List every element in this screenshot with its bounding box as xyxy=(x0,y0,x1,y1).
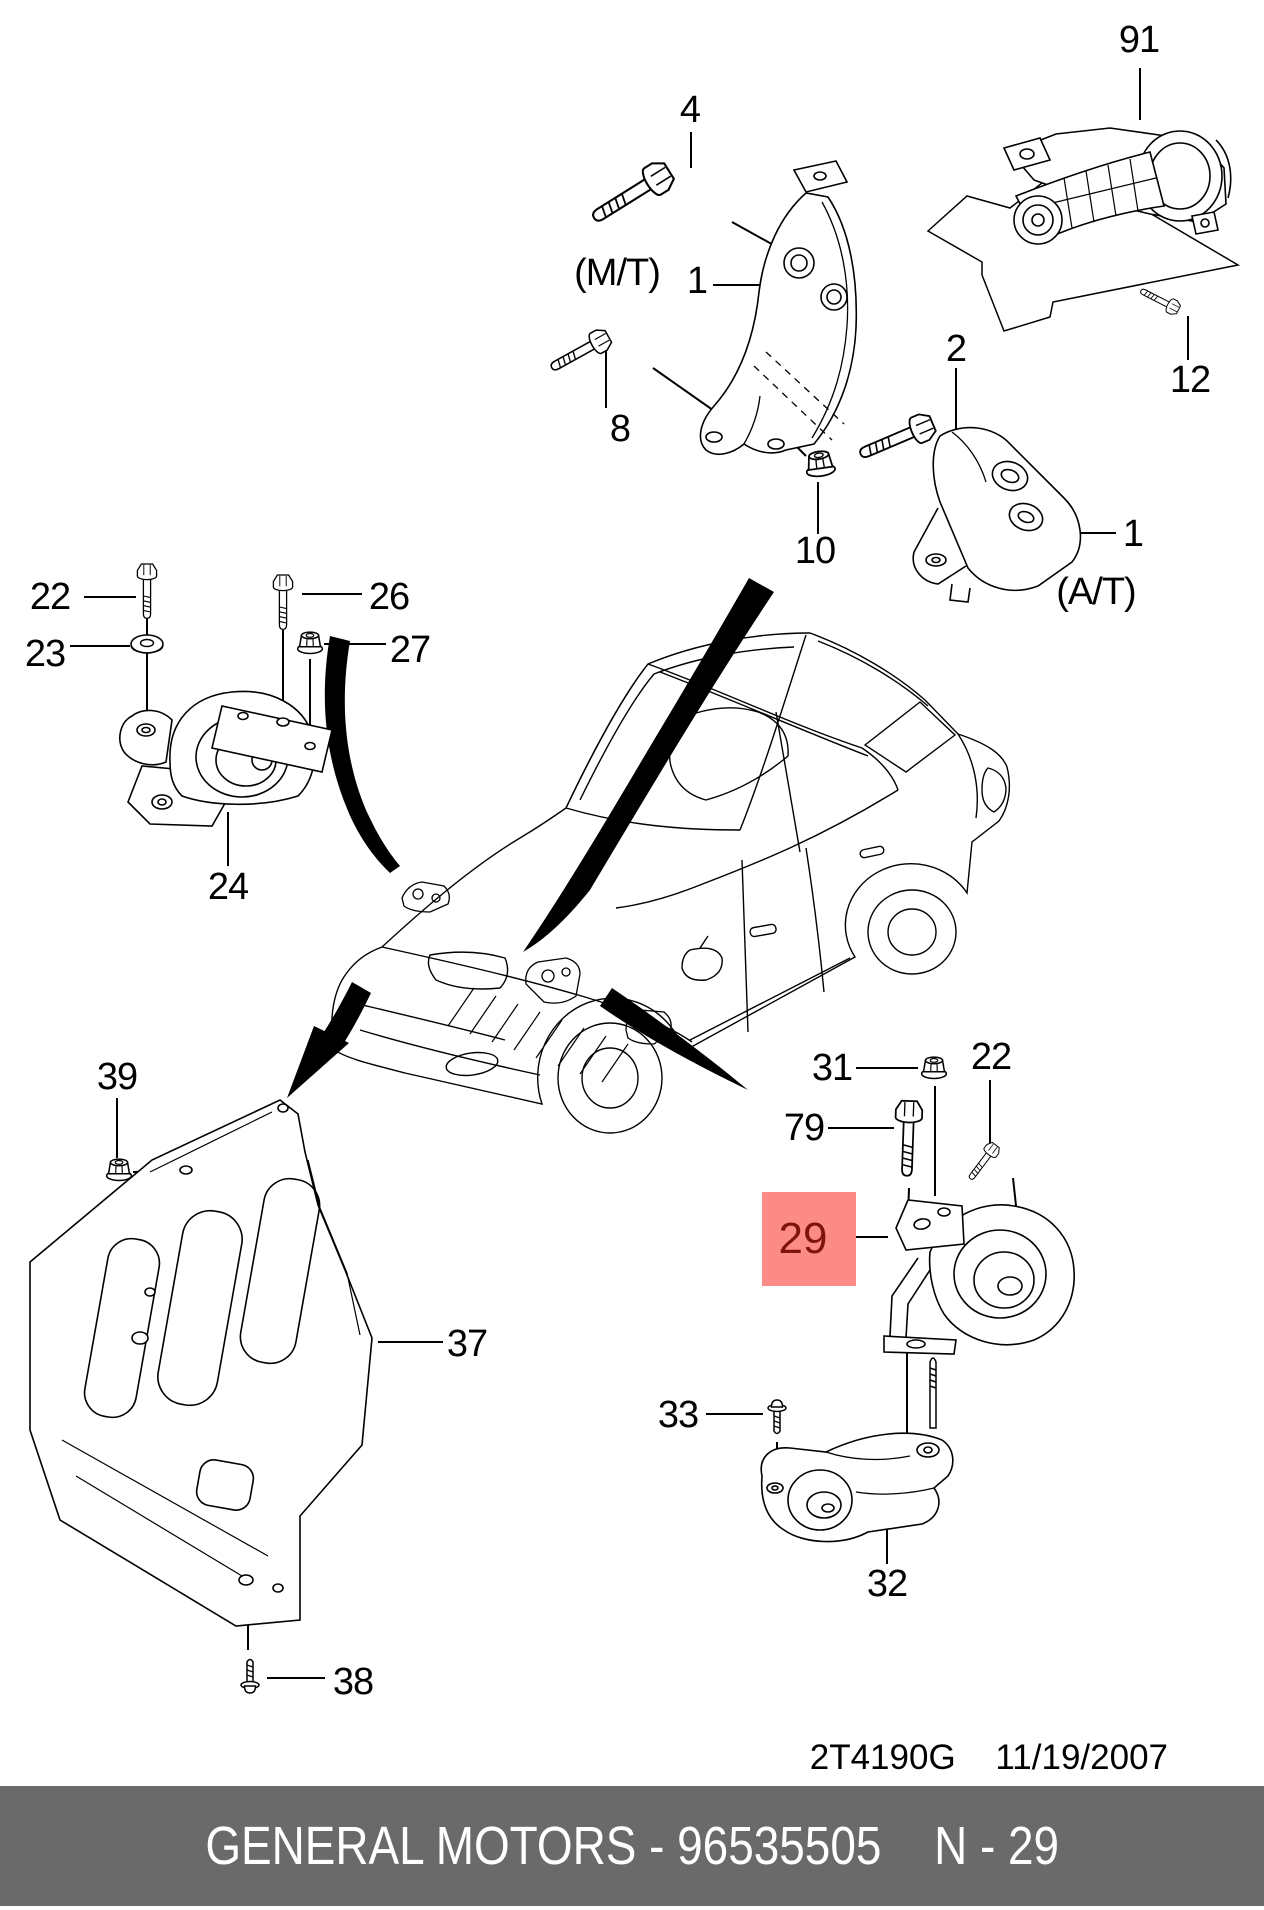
callout-91: 91 xyxy=(1118,19,1160,61)
callout-2: 2 xyxy=(945,328,967,370)
drawing-code-stamp: 2T4190G 11/19/2007 xyxy=(810,1738,1168,1778)
callout-4: 4 xyxy=(679,89,701,131)
part-37-splash-shield xyxy=(29,1099,373,1627)
callout-8: 8 xyxy=(609,408,631,450)
bolt-26 xyxy=(272,574,294,631)
bolt-22-right xyxy=(963,1140,1003,1184)
drawing-code: 2T4190G xyxy=(809,1738,956,1777)
callout-23: 23 xyxy=(24,633,66,675)
screw-38 xyxy=(240,1658,260,1694)
callout-mt: (M/T) xyxy=(574,252,661,294)
bolt-79 xyxy=(892,1099,924,1178)
callout-31: 31 xyxy=(811,1047,853,1089)
swoosh-left xyxy=(324,636,400,873)
callout-39: 39 xyxy=(96,1056,138,1098)
part-1-mt-bracket xyxy=(699,160,858,456)
callout-33: 33 xyxy=(657,1394,699,1436)
callout-32: 32 xyxy=(866,1563,908,1605)
part-32-bracket xyxy=(760,1432,954,1543)
engine-bay-mounts xyxy=(401,881,672,1045)
part-91-zone-outline xyxy=(926,171,1241,332)
highlight-label: 29 xyxy=(778,1214,828,1263)
drawing-date: 11/19/2007 xyxy=(995,1738,1168,1777)
callout-22-left: 22 xyxy=(29,576,71,618)
callout-24: 24 xyxy=(207,866,249,908)
callout-at: (A/T) xyxy=(1056,571,1136,613)
bolt-12 xyxy=(1137,283,1183,317)
bolt-4 xyxy=(584,156,679,233)
part-91-mount xyxy=(1002,127,1232,245)
washer-23 xyxy=(130,634,164,654)
part-29-mount xyxy=(883,1199,1075,1355)
swoosh-lower-left-arrowhead xyxy=(287,1026,349,1098)
grille-hatch xyxy=(447,987,629,1083)
nut-39 xyxy=(105,1158,133,1182)
callout-1-at: 1 xyxy=(1122,513,1144,555)
part-1-at-bracket xyxy=(912,426,1082,603)
highlighted-callout-29[interactable]: 29 xyxy=(762,1192,856,1286)
nut-27 xyxy=(296,631,324,655)
nut-10 xyxy=(803,448,837,479)
pointer-swooshes xyxy=(287,578,774,1098)
bolt-22-left xyxy=(136,563,158,620)
swoosh-windshield xyxy=(523,578,774,952)
callout-26: 26 xyxy=(368,576,410,618)
part-24-mount xyxy=(119,690,333,827)
callout-1-mt: 1 xyxy=(686,260,708,302)
callout-27: 27 xyxy=(389,629,431,671)
footer-brand-part: GENERAL MOTORS - 96535505 xyxy=(205,1816,882,1876)
screw-33 xyxy=(767,1399,787,1435)
bolt-8 xyxy=(545,325,615,379)
callout-79: 79 xyxy=(783,1107,825,1149)
bolt-2 xyxy=(854,409,939,468)
callout-12: 12 xyxy=(1169,359,1211,401)
car-illustration xyxy=(330,632,1011,1134)
stud-fastener xyxy=(929,1357,937,1429)
footer-page-ref: N - 29 xyxy=(933,1816,1059,1876)
callout-38: 38 xyxy=(332,1661,374,1703)
callout-22-right: 22 xyxy=(970,1036,1012,1078)
nut-31 xyxy=(920,1056,948,1080)
swoosh-lower-left xyxy=(322,982,371,1046)
footer-bar: GENERAL MOTORS - 96535505 N - 29 xyxy=(0,1786,1264,1906)
callout-37: 37 xyxy=(446,1323,488,1365)
callout-10: 10 xyxy=(794,530,836,572)
swoosh-lower-right xyxy=(600,988,748,1090)
